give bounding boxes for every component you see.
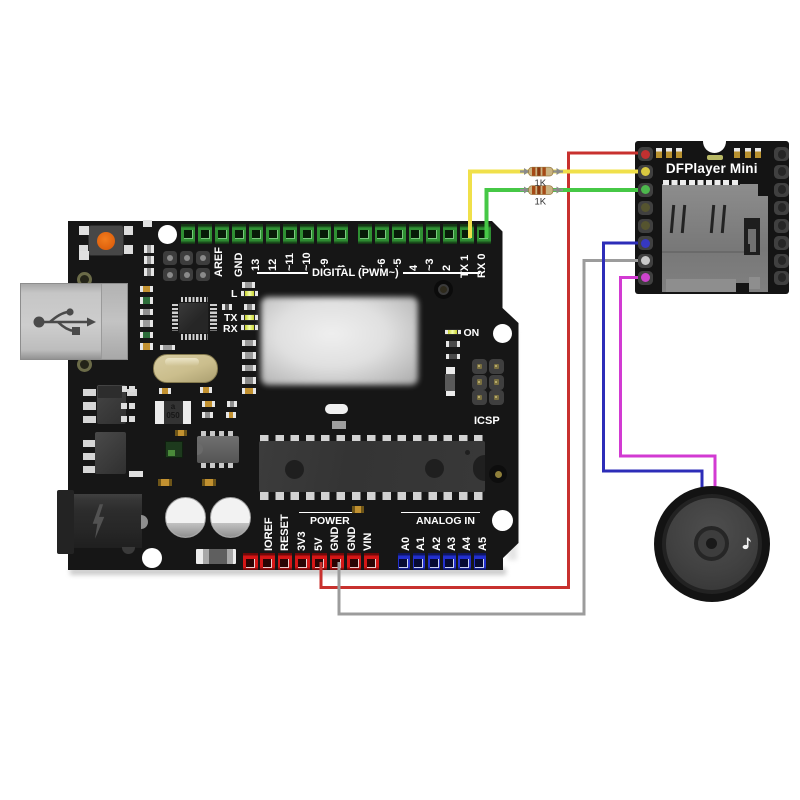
svg-text:1K: 1K — [535, 178, 547, 189]
svg-text:1K: 1K — [535, 197, 547, 208]
